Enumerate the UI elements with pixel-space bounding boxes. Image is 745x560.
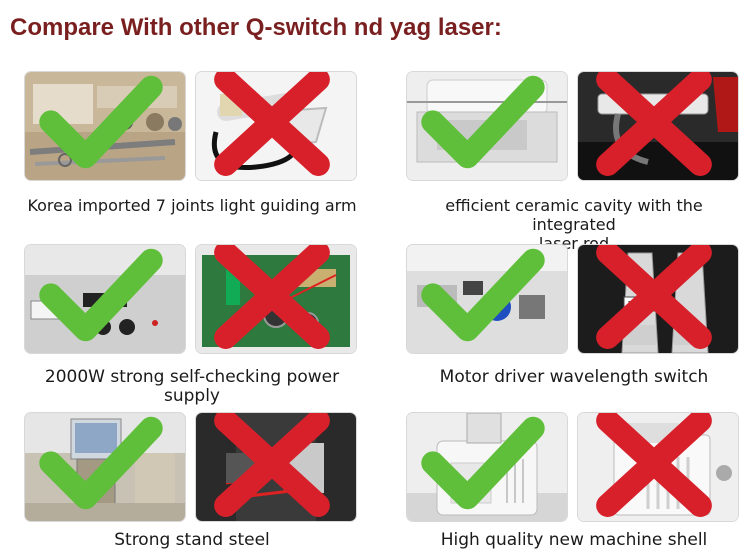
photo-bad-light-guiding-arm <box>196 72 356 180</box>
check-mark-icon <box>39 75 163 169</box>
caption: Motor driver wavelength switch <box>439 367 709 387</box>
comparison-machine-shell: High quality new machine shell <box>407 413 742 558</box>
cross-mark-icon <box>596 72 712 176</box>
comparison-stand-steel: Strong stand steel <box>25 413 360 558</box>
photo-bad-motor-driver: 1064 <box>578 245 738 353</box>
comparison-power-supply: 2000W strong self-checking power supply <box>25 245 360 406</box>
photo-bad-ceramic-cavity <box>578 72 738 180</box>
comparison-light-guiding-arm: Korea imported 7 joints light guiding ar… <box>25 72 360 222</box>
cross-mark-icon <box>596 245 712 349</box>
check-mark-icon <box>39 416 163 510</box>
photo-good-ceramic-cavity <box>407 72 567 180</box>
page-title: Compare With other Q-switch nd yag laser… <box>10 14 502 41</box>
comparison-motor-driver: 1064 Motor driver wavelength switch <box>407 245 742 395</box>
photo-good-light-guiding-arm <box>25 72 185 180</box>
check-mark-icon <box>421 416 545 510</box>
photo-good-power-supply <box>25 245 185 353</box>
caption: 2000W strong self-checking power supply <box>44 367 340 406</box>
check-mark-icon <box>39 248 163 342</box>
comparison-ceramic-cavity: efficient ceramic cavity with the integr… <box>407 72 742 253</box>
photo-good-stand-steel <box>25 413 185 521</box>
cross-mark-icon <box>214 245 330 349</box>
caption: Strong stand steel <box>114 530 270 550</box>
photo-bad-stand-steel <box>196 413 356 521</box>
cross-mark-icon <box>214 413 330 517</box>
cross-mark-icon <box>214 72 330 176</box>
photo-bad-power-supply <box>196 245 356 353</box>
caption: Korea imported 7 joints light guiding ar… <box>27 196 357 215</box>
check-mark-icon <box>421 75 545 169</box>
photo-bad-machine-shell <box>578 413 738 521</box>
check-mark-icon <box>421 248 545 342</box>
photo-good-motor-driver <box>407 245 567 353</box>
cross-mark-icon <box>596 413 712 517</box>
caption: High quality new machine shell <box>440 530 708 550</box>
photo-good-machine-shell <box>407 413 567 521</box>
caption-line-1: efficient ceramic cavity with the integr… <box>445 196 703 234</box>
